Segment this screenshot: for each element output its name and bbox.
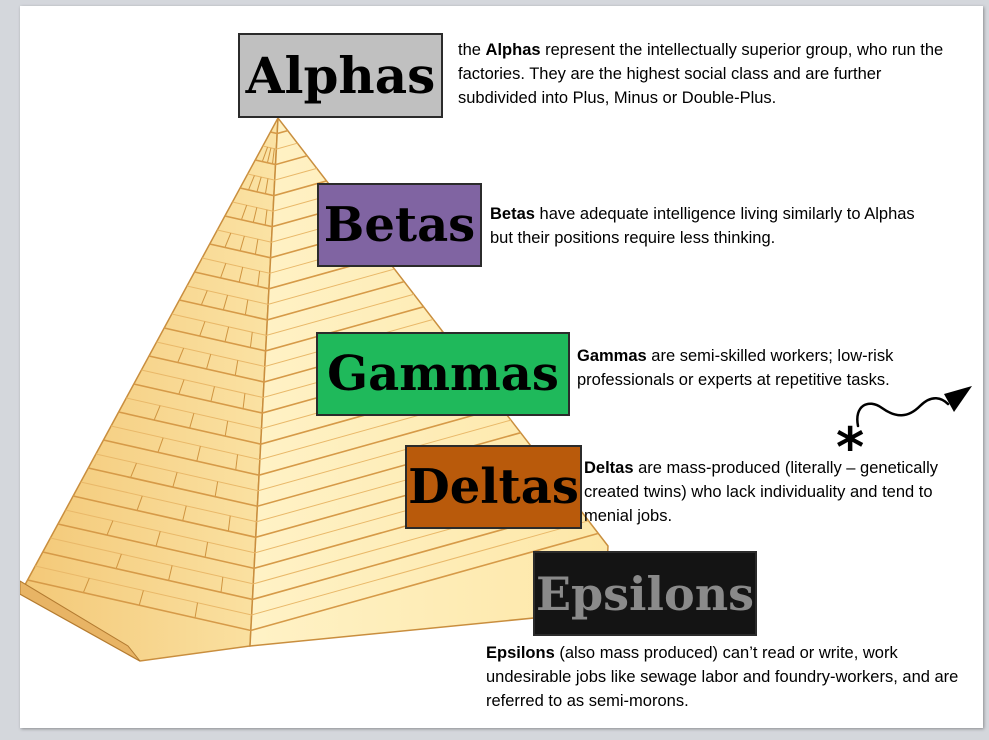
pyramid-course-line: [171, 293, 415, 336]
pyramid-course-line: [232, 193, 337, 212]
slide: Alphas Betas Gammas Deltas Epsilons the …: [20, 6, 983, 728]
pyramid-block-joint: [200, 290, 208, 306]
pyramid-block-joint: [210, 386, 215, 402]
pyramid-block-joint: [256, 176, 262, 192]
pyramid-block-joint: [238, 267, 244, 283]
pyramid-block-joint: [199, 321, 206, 337]
deltas-label-box: Deltas: [405, 445, 582, 529]
pyramid-block-joint: [115, 553, 122, 569]
pyramid-course-line: [42, 507, 580, 601]
pyramid-block-joint: [172, 472, 178, 488]
pyramid-base-front: [20, 580, 141, 662]
pyramid-block-joint: [220, 263, 227, 279]
epsilons-term: Epsilons: [486, 644, 555, 662]
pyramid-block-joint: [242, 393, 246, 409]
pyramid-block-joint: [82, 578, 90, 593]
pyramid-block-joint: [204, 542, 209, 558]
betas-label: Betas: [323, 197, 476, 253]
pyramid-block-joint: [264, 209, 268, 226]
pyramid-course-line: [194, 255, 385, 290]
pyramid-block-joint: [153, 405, 161, 421]
pyramid-course-line: [95, 419, 512, 492]
pyramid-block-joint: [252, 207, 258, 223]
alphas-description: the Alphas represent the intellectually …: [458, 41, 944, 107]
alphas-label: Alphas: [245, 46, 436, 105]
pyramid-block-joint: [214, 481, 219, 497]
gammas-description: Gammas are semi-skilled workers; low-ris…: [577, 347, 894, 389]
pyramid-block-joint: [182, 505, 187, 521]
pyramid-course-line: [27, 532, 599, 632]
epsilons-description: Epsilons (also mass produced) can’t read…: [486, 644, 959, 710]
pyramid-course-line: [164, 306, 424, 352]
pyramid-course-line: [239, 180, 327, 197]
deltas-label: Deltas: [408, 459, 579, 515]
pyramid-course-line: [103, 406, 502, 477]
gammas-term: Gammas: [577, 347, 647, 365]
pyramid-block-joint: [106, 520, 114, 536]
pyramid-block-joint: [261, 146, 269, 162]
pyramid-block-joint: [222, 295, 229, 311]
epsilons-label-box: Epsilons: [533, 551, 757, 636]
pyramid-block-joint: [178, 379, 185, 395]
pyramid-block-joint: [196, 446, 201, 462]
pyramid-block-joint: [157, 437, 164, 453]
deltas-term: Deltas: [584, 459, 634, 477]
betas-label-box: Betas: [317, 183, 482, 267]
pyramid-course-line: [179, 280, 405, 321]
pyramid-block-joint: [264, 178, 269, 194]
pyramid-block-joint: [227, 515, 231, 532]
pyramid-block-joint: [194, 602, 199, 618]
pyramid-block-joint: [168, 565, 173, 581]
pyramid-course-line: [255, 154, 308, 166]
pyramid-block-joint: [224, 420, 229, 437]
pyramid-block-joint: [224, 232, 232, 248]
pyramid-block-joint: [234, 360, 239, 376]
pyramid-course-line: [247, 167, 317, 181]
pyramid-block-joint: [244, 299, 249, 315]
gammas-label-box: Gammas: [316, 332, 570, 416]
alphas-label-box: Alphas: [238, 33, 443, 118]
pyramid-block-joint: [177, 347, 185, 363]
pyramid-course-line: [270, 129, 288, 135]
pyramid-block-joint: [155, 531, 161, 547]
pyramid-block-joint: [240, 205, 248, 220]
pyramid-block-joint: [224, 326, 230, 342]
pyramid-block-joint: [189, 413, 195, 429]
pyramid-block-joint: [130, 462, 137, 478]
gammas-label: Gammas: [327, 346, 559, 402]
epsilons-label: Epsilons: [535, 566, 755, 621]
alphas-term: Alphas: [485, 41, 541, 59]
pyramid-block-joint: [206, 354, 212, 370]
betas-description: Betas have adequate intelligence living …: [490, 205, 915, 247]
pyramid-course-line: [186, 268, 395, 305]
pyramid-block-joint: [239, 235, 245, 252]
pyramid-block-joint: [257, 270, 261, 287]
pyramid-block-joint: [220, 576, 224, 593]
pyramid-course-line: [110, 394, 492, 461]
pyramid-block-joint: [271, 148, 275, 164]
betas-term: Betas: [490, 205, 535, 223]
pyramid-left-face: [20, 117, 279, 662]
pyramid-block-joint: [136, 495, 143, 511]
pyramid-block-joint: [266, 147, 272, 163]
pyramid-block-joint: [248, 175, 255, 191]
pyramid-block-joint: [235, 454, 239, 470]
pyramid-block-joint: [249, 332, 253, 348]
pyramid-block-joint: [138, 590, 144, 606]
pyramid-course-line: [35, 520, 589, 616]
deltas-description: Deltas are mass-produced (literally – ge…: [584, 459, 938, 525]
pyramid-block-joint: [254, 239, 259, 255]
